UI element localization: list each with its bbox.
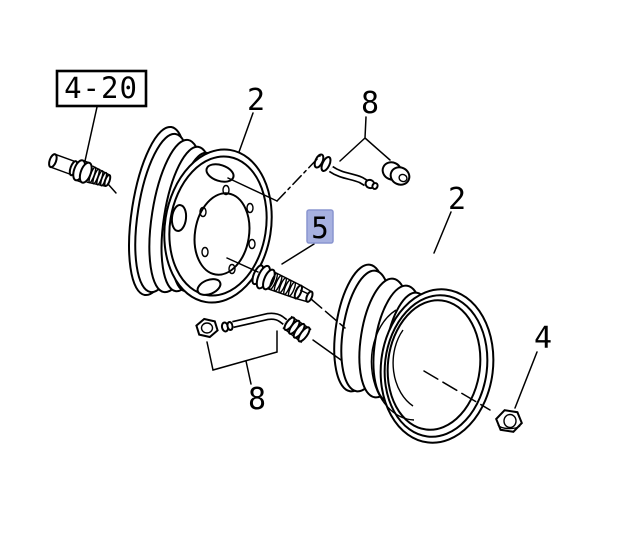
callout-wheel-bolt[interactable]: 5 (311, 211, 328, 245)
rim-inner-wall (392, 329, 414, 407)
leader-rear-wheel (433, 211, 452, 254)
bracket-valve-top (339, 116, 391, 162)
leader-valve-bottom-axis (312, 339, 342, 361)
front-wheel-drawing (128, 125, 273, 304)
leader-stud-axis (107, 183, 117, 194)
leader-valve-hole (227, 177, 278, 202)
rim-inner-wall (370, 309, 415, 421)
callout-valve-top[interactable]: 8 (361, 86, 379, 121)
hand-hole (205, 163, 235, 183)
leader-wheel-bolt (281, 243, 315, 265)
leader-wheel-nut (514, 351, 538, 409)
valve-nut (195, 317, 219, 339)
figure-ref-box[interactable]: 4-20 (55, 69, 148, 108)
leader-front-wheel (238, 112, 254, 153)
callout-wheel-bolt-highlight[interactable]: 5 (306, 209, 334, 245)
callout-rear-wheel[interactable]: 2 (448, 182, 466, 217)
hand-hole (170, 204, 188, 232)
callout-valve-bottom[interactable]: 8 (248, 382, 266, 417)
leader-bolt-hole (226, 257, 259, 273)
valve-stem-bottom-drawing (195, 312, 312, 344)
figure-ref-label[interactable]: 4-20 (64, 71, 138, 105)
bolt-holes (199, 184, 256, 275)
wheel-bolt-drawing (251, 264, 314, 303)
highlight-box (306, 209, 334, 244)
bracket-valve-bottom (206, 330, 278, 385)
centerline-valve-top (276, 155, 321, 202)
centerline-bolt (310, 298, 346, 329)
hand-hole (196, 278, 222, 296)
leader-figure-ref (84, 106, 98, 162)
wheel-nut-drawing (495, 409, 523, 433)
wheel-stud-drawing (48, 153, 112, 188)
valve-stem-top-drawing (313, 153, 411, 190)
callout-wheel-nut[interactable]: 4 (534, 321, 552, 356)
callout-front-wheel[interactable]: 2 (247, 83, 265, 118)
centerline-nut (423, 370, 491, 411)
rear-wheel-drawing (333, 263, 495, 444)
